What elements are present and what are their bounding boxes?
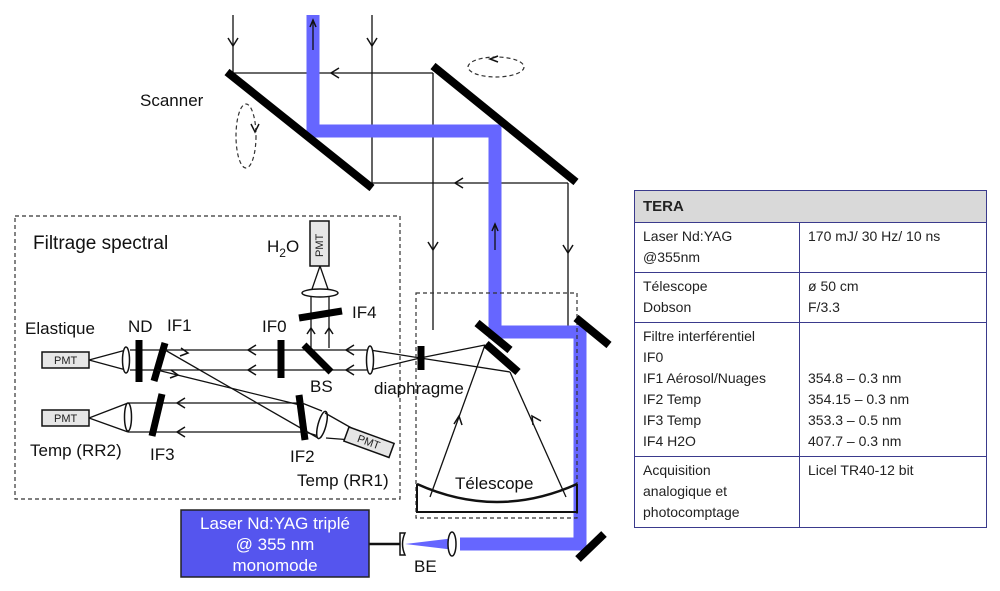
beam-arrowhead (309, 18, 317, 28)
if0-label: IF0 (262, 317, 287, 336)
lens-temp-rr1 (315, 410, 329, 440)
telescope-label: Télescope (455, 474, 533, 493)
cell-line: @355nm (643, 249, 701, 265)
cell-line: Télescope (643, 278, 708, 294)
nd-label: ND (128, 317, 153, 336)
table-body: Laser Nd:YAG @355nm 170 mJ/ 30 Hz/ 10 ns Té… (634, 222, 987, 528)
if4-label: IF4 (352, 303, 377, 322)
secondary-mirror-2 (483, 340, 521, 376)
telescope-tube (416, 484, 578, 513)
cell-line: 354.15 – 0.3 nm (808, 391, 910, 407)
elastique-label: Elastique (25, 319, 95, 338)
table-cell-value: Licel TR40-12 bit (799, 456, 987, 528)
scanner-mirror-2 (430, 62, 579, 186)
cell-line: 354.8 – 0.3 nm (808, 370, 902, 386)
lens-collimator (365, 345, 375, 375)
scanner-rays (227, 15, 574, 330)
if1-label: IF1 (167, 316, 192, 335)
cell-line: Dobson (643, 299, 692, 315)
spectral-filter-box (14, 215, 401, 500)
table-cell-value: 170 mJ/ 30 Hz/ 10 ns (799, 222, 987, 273)
cell-line: IF2 Temp (643, 391, 702, 407)
table-row: Acquisition analogique et photocomptage Lic… (634, 456, 987, 528)
cell-line: IF0 (643, 349, 664, 365)
steering-mirror-bottom (575, 531, 607, 562)
laser-beam-path (306, 15, 587, 551)
cell-line: 407.7 – 0.3 nm (808, 433, 902, 449)
cell-line: Filtre interférentiel (643, 328, 756, 344)
cell-line: F/3.3 (808, 299, 840, 315)
cell-line: 170 mJ/ 30 Hz/ 10 ns (808, 228, 941, 244)
cell-line: IF1 Aérosol/Nuages (643, 370, 766, 386)
rotation-arrow-icon (487, 55, 499, 63)
beam-splitter (301, 342, 334, 375)
be-label: BE (414, 557, 437, 576)
laser-source-box (180, 509, 370, 578)
beam-expander-lens-convex (447, 531, 457, 557)
table-cell-label: Laser Nd:YAG @355nm (634, 222, 800, 273)
cell-line (808, 347, 980, 368)
cell-line: ø 50 cm (808, 278, 859, 294)
table-cell-value: ø 50 cm F/3.3 (799, 272, 987, 323)
table-cell-label: Acquisition analogique et photocomptage (634, 456, 800, 528)
lens-elastique (121, 346, 131, 374)
cell-line: analogique et (643, 483, 728, 499)
rotation-indicator-horizontal (467, 56, 525, 78)
diaphragm-label: diaphragme (374, 379, 464, 398)
filter-if4 (298, 307, 343, 322)
h2o-label: H2O (267, 237, 299, 260)
telescope-box (415, 292, 578, 519)
scanner-mirror-1 (224, 68, 375, 192)
secondary-mirror-1 (474, 319, 513, 354)
pmt-label: PMT (54, 355, 78, 367)
cell-line: Licel TR40-12 bit (808, 462, 914, 478)
bs-label: BS (310, 377, 333, 396)
laser-label-line3: monomode (232, 556, 317, 575)
temp-rr2-label: Temp (RR2) (30, 441, 122, 460)
beam-expansion-cone (405, 538, 455, 550)
cell-line: Laser Nd:YAG (643, 228, 733, 244)
filter-if3 (148, 393, 166, 437)
rotation-indicator-vertical (235, 103, 257, 169)
lens-temp-rr2 (123, 402, 133, 432)
lens-h2o (301, 288, 339, 298)
laser-label-line2: @ 355 nm (236, 535, 315, 554)
table-title: TERA (634, 190, 987, 223)
cell-line (808, 326, 980, 347)
temp-rr1-label: Temp (RR1) (297, 471, 389, 490)
pmt-label: PMT (54, 413, 78, 425)
scanner-label: Scanner (140, 91, 204, 110)
steering-mirror-top (573, 314, 612, 349)
filter-if2 (295, 394, 309, 441)
filter-if1 (150, 342, 169, 382)
primary-mirror (416, 482, 578, 504)
cell-line: IF3 Temp (643, 412, 702, 428)
table-row: Laser Nd:YAG @355nm 170 mJ/ 30 Hz/ 10 ns (634, 222, 987, 273)
pmt-label: PMT (314, 234, 326, 258)
beam-arrowhead (491, 222, 499, 232)
table-cell-value: 354.8 – 0.3 nm 354.15 – 0.3 nm 353.3 – 0.5… (799, 322, 987, 457)
rotation-arrow-icon (250, 123, 260, 134)
if3-label: IF3 (150, 445, 175, 464)
pmt-temp-rr1: PMT (342, 426, 396, 459)
cell-line: 353.3 – 0.5 nm (808, 412, 902, 428)
tera-spec-table: TERA Laser Nd:YAG @355nm 170 mJ/ 30 Hz/ 10… (634, 190, 987, 528)
cell-line: photocomptage (643, 504, 740, 520)
beam-expander-lens-concave (399, 532, 407, 556)
laser-label-line1: Laser Nd:YAG triplé (200, 514, 350, 533)
cell-line: Acquisition (643, 462, 711, 478)
spectral-filter-title: Filtrage spectral (33, 233, 168, 254)
if2-label: IF2 (290, 447, 315, 466)
cell-line: IF4 H2O (643, 433, 696, 449)
